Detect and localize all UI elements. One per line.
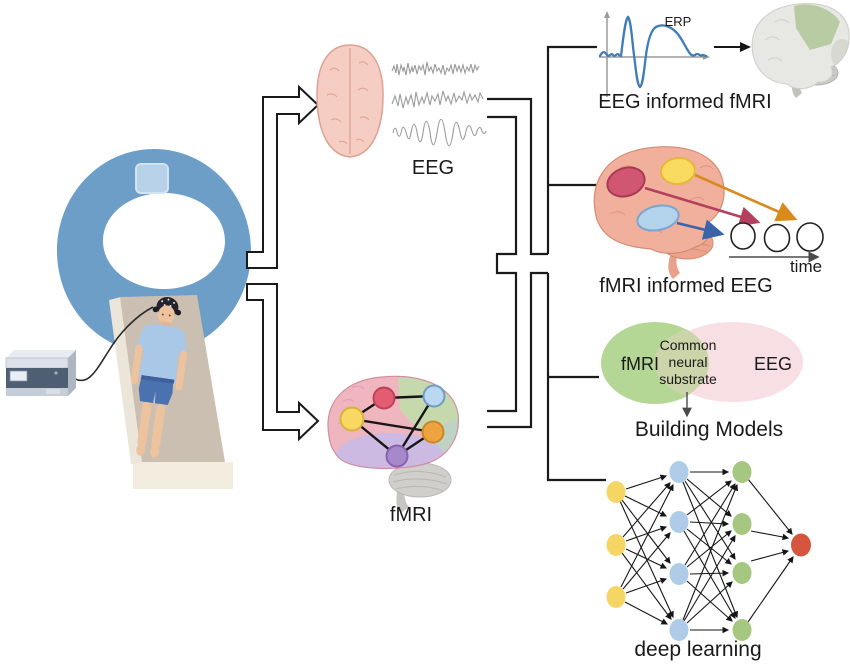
fmri-node-red: [372, 386, 396, 410]
venn-diagram: fMRI EEG Common neural substrate: [601, 322, 803, 418]
eeg-cable: [67, 306, 154, 382]
activation-yellow: [660, 156, 696, 186]
hidden-layer-1-nodes: [669, 461, 689, 641]
venn-overlap-line-1: Common: [660, 337, 717, 353]
timepoint-sequence: time: [644, 173, 824, 276]
erp-plot: ERP: [598, 11, 710, 97]
output-layer-node: [791, 533, 811, 557]
fmri-brain: [327, 375, 460, 513]
erp-curve: [598, 15, 708, 89]
arm-left: [130, 344, 143, 385]
eeg-amplifier: [5, 350, 76, 396]
eeg-informed-fmri-label: EEG informed fMRI: [598, 91, 771, 113]
patient: [130, 297, 188, 458]
fmri-cerebrum-outline: [327, 375, 460, 470]
arm-right: [175, 350, 188, 391]
eeg-trace-2: [391, 89, 484, 109]
eeg-brain-topview: [316, 44, 384, 158]
amplifier-upper-band: [5, 357, 69, 369]
fmri-node-yellow: [339, 406, 365, 432]
timepoint-circle-3: [796, 222, 824, 252]
time-label: time: [790, 257, 822, 276]
fie-cerebrum: [593, 146, 725, 254]
venn-eeg-label: EEG: [754, 354, 792, 374]
connector-lines: [487, 45, 606, 482]
amplifier-label: [46, 389, 60, 394]
arrow-scanner-to-eeg: [246, 84, 320, 269]
erp-y-axis-arrow: [604, 11, 610, 18]
neural-network: [606, 461, 811, 641]
amplifier-top-face: [6, 350, 76, 358]
eeg-trace-3: [392, 118, 487, 147]
leg-right: [151, 404, 166, 449]
shirt: [136, 324, 187, 382]
foot-left: [136, 443, 146, 456]
amplifier-bottom-band: [6, 388, 68, 396]
bus-upper-bracket: [546, 45, 597, 254]
cap-electrode-dots: [161, 298, 176, 307]
target-gyri: [764, 19, 790, 62]
arrow-erp-to-brain: [714, 42, 751, 52]
arrow-red-activation: [644, 186, 761, 227]
amplifier-screen: [9, 370, 28, 382]
arrow-blue-activation: [676, 219, 725, 240]
fmri-cerebellum-stripes: [392, 471, 448, 492]
eeg-trace-1: [391, 61, 480, 76]
venn-fmri-label: fMRI: [621, 354, 659, 374]
amplifier-knob: [54, 371, 58, 375]
bus-eeg-b-crossover: [487, 115, 518, 413]
brain-gyri: [326, 61, 370, 145]
timepoint-circle-2: [763, 223, 791, 253]
eeg-waveforms: [391, 61, 487, 147]
mri-scanner: [57, 149, 251, 353]
foot-right: [150, 445, 160, 458]
building-models-label: Building Models: [635, 418, 783, 441]
arrow-scanner-to-fmri: [246, 283, 320, 442]
activation-blue: [636, 204, 680, 232]
target-green-region: [794, 4, 840, 50]
bus-fmri-d: [487, 271, 548, 429]
timepoint-circle-1: [730, 222, 756, 250]
eye-right: [168, 314, 171, 317]
face: [157, 305, 175, 325]
activation-red: [606, 166, 646, 198]
input-layer-nodes: [606, 481, 626, 608]
erp-label: ERP: [665, 14, 692, 29]
fmri-node-blue: [422, 384, 446, 408]
fie-brainstem: [668, 255, 680, 279]
amplifier-side-face: [68, 350, 76, 396]
bus-eeg-a: [487, 97, 548, 256]
shorts-waistband: [141, 375, 175, 384]
venn-overlap-line-3: substrate: [659, 371, 717, 387]
target-cerebrum-outline: [751, 3, 850, 90]
shorts: [138, 375, 174, 406]
arrow-orange-activation: [694, 173, 798, 222]
fmri-node-purple: [385, 444, 409, 468]
fmri-label: fMRI: [390, 504, 432, 526]
fmri-informed-eeg-label: fMRI informed EEG: [599, 275, 772, 297]
ear-electrode-left: [152, 306, 159, 313]
leg-left: [137, 402, 152, 447]
fmri-brainstem: [396, 488, 409, 513]
scanner-pad: [135, 163, 169, 194]
venn-overlap-line-2: neural: [669, 354, 708, 370]
deep-learning-label: deep learning: [634, 638, 761, 661]
eye-left: [161, 313, 164, 316]
fmri-node-orange: [421, 420, 445, 444]
scanner-ring: [57, 149, 251, 353]
ear-electrode-right: [175, 309, 182, 316]
fmri-informed-eeg-brain: [593, 146, 725, 279]
bed-pedestal: [133, 462, 233, 489]
target-brain: [751, 3, 850, 98]
venn-overlap-region: [654, 329, 709, 396]
eeg-label: EEG: [412, 157, 454, 179]
hidden-layer-2-nodes: [732, 461, 752, 641]
bus-lower-bracket: [546, 273, 606, 482]
network-edges: [619, 468, 794, 634]
